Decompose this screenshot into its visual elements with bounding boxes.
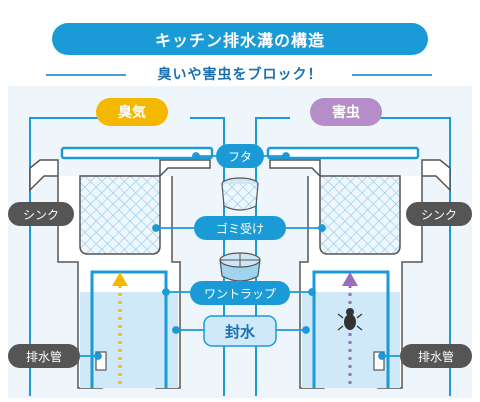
odor-badge: 臭気 <box>96 98 168 126</box>
pest-badge: 害虫 <box>310 98 382 126</box>
lid-label-text: フタ <box>228 150 252 164</box>
lid-left <box>60 146 214 160</box>
pipe-left-label-text: 排水管 <box>26 349 62 364</box>
pipe-left-label: 排水管 <box>8 344 80 368</box>
diagram-title: キッチン排水溝の構造 <box>52 23 428 55</box>
pest-arrow-head <box>342 272 358 286</box>
pipe-right-label-text: 排水管 <box>418 349 454 364</box>
pipe-right-label: 排水管 <box>400 344 472 368</box>
diagram-subtitle: 臭いや害虫をブロック！ <box>157 67 323 83</box>
left-drain <box>29 146 214 389</box>
bug-icon <box>337 308 363 331</box>
right-drain <box>266 146 451 389</box>
odor-arrow-head <box>112 272 128 286</box>
trap-part-icon <box>219 252 261 282</box>
basket-left <box>79 175 161 255</box>
pest-badge-label: 害虫 <box>332 104 360 121</box>
trap-left <box>90 270 168 388</box>
sink-right-surface-left <box>269 159 321 178</box>
sink-left-label: シンク <box>8 202 74 226</box>
lid-label: フタ <box>216 144 264 168</box>
subtitle-line-right <box>352 74 432 76</box>
sink-left-surface-right <box>159 159 211 178</box>
sink-right-label: シンク <box>406 202 472 226</box>
pipe-left-stub <box>95 351 107 371</box>
lid-right <box>266 146 420 160</box>
pipe-right-stub <box>373 351 385 371</box>
frame-left <box>29 117 100 396</box>
odor-badge-label: 臭気 <box>118 104 146 121</box>
trap-label-text: ワントラップ <box>204 287 276 301</box>
basket-label-text: ゴミ受け <box>216 221 264 236</box>
seal-label: 封水 <box>203 315 277 347</box>
seal-label-text: 封水 <box>225 323 256 341</box>
water-right <box>302 292 400 388</box>
frame-right <box>380 117 451 396</box>
basket-part-icon <box>221 177 259 211</box>
basket-right <box>319 175 401 255</box>
trap-right <box>312 270 390 388</box>
trap-label: ワントラップ <box>190 281 290 305</box>
sink-left-label-text: シンク <box>23 208 59 222</box>
water-left <box>80 292 178 388</box>
subtitle-line-left <box>46 74 126 76</box>
basket-label: ゴミ受け <box>194 216 286 240</box>
sink-right-label-text: シンク <box>421 208 457 222</box>
